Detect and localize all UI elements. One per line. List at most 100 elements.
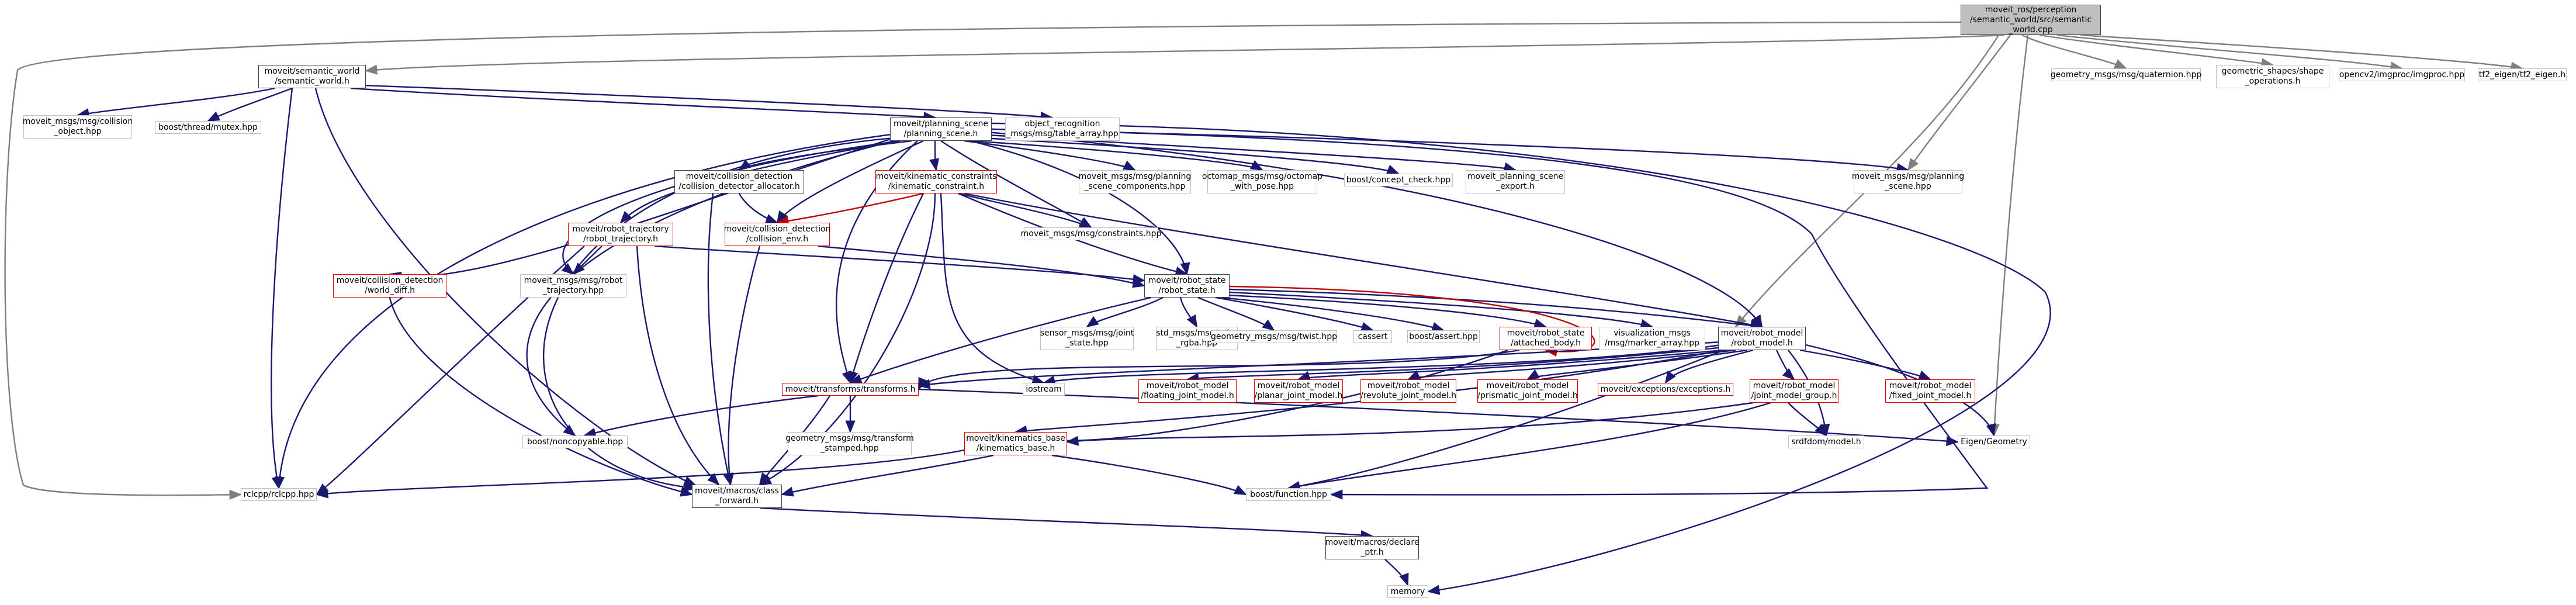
include-node-collision-object-hpp[interactable]: moveit_msgs/msg/collision _object.hpp (23, 115, 133, 139)
include-node-cassert[interactable]: cassert (1353, 330, 1392, 343)
dependency-edge (1179, 297, 1198, 328)
include-node-tf2-eigen-h[interactable]: tf2_eigen/tf2_eigen.h (2478, 68, 2567, 81)
dependency-edge (1042, 344, 1722, 386)
include-node-octomap-with-pose-hpp[interactable]: octomap_msgs/msg/octomap _with_pose.hpp (1202, 170, 1322, 193)
dependency-edge (1664, 349, 1754, 384)
dependency-edge (775, 192, 924, 226)
include-node-boost-assert[interactable]: boost/assert.hpp (1407, 330, 1480, 343)
dependency-edge (970, 140, 1263, 171)
include-node-planning-scene-msg-hpp[interactable]: moveit_msgs/msg/planning _scene.hpp (1852, 170, 1964, 193)
include-node-opencv-imgproc[interactable]: opencv2/imgproc/imgproc.hpp (2339, 68, 2465, 81)
dependency-edge (314, 88, 697, 486)
dependency-edge (362, 84, 1054, 122)
dependency-edge (1526, 349, 1748, 381)
dependency-edge (1229, 288, 1764, 331)
root-file-node[interactable]: moveit_ros/perception /semantic_world/sr… (1961, 5, 2101, 35)
include-node-kinematics-base-h[interactable]: moveit/kinematics_base /kinematics_base.… (964, 432, 1067, 455)
dependency-edge (964, 192, 1764, 330)
include-node-collision-detector-allocator-h[interactable]: moveit/collision_detection /collision_de… (674, 170, 804, 193)
include-node-table-array-hpp[interactable]: object_recognition _msgs/msg/table_array… (1005, 117, 1120, 141)
include-node-planar-joint-model-h[interactable]: moveit/robot_model /planar_joint_model.h (1254, 379, 1343, 403)
include-node-exceptions-h[interactable]: moveit/exceptions/exceptions.h (1598, 383, 1733, 396)
include-node-boost-thread-mutex[interactable]: boost/thread/mutex.hpp (155, 121, 261, 134)
dependency-edge (917, 341, 1722, 389)
dependency-edge (636, 246, 720, 486)
dependency-edge (818, 245, 1146, 288)
include-node-declare-ptr-h[interactable]: moveit/macros/declare _ptr.h (1325, 536, 1419, 559)
include-node-constraints-hpp[interactable]: moveit_msgs/msg/constraints.hpp (1021, 227, 1161, 240)
dependency-edge (389, 297, 694, 497)
include-node-fixed-joint-model-h[interactable]: moveit/robot_model /fixed_joint_model.h (1885, 379, 1975, 403)
dependency-edge (1227, 294, 1547, 329)
include-node-eigen-geometry[interactable]: Eigen/Geometry (1958, 435, 2030, 448)
dependency-edge (759, 193, 936, 486)
dependency-edge (707, 193, 733, 486)
dependency-edge (1384, 559, 1409, 587)
include-node-iostream[interactable]: iostream (1023, 383, 1065, 396)
dependency-edge (350, 87, 937, 122)
dependency-edge (917, 349, 1520, 390)
dependency-edge (970, 140, 1190, 276)
dependency-edge (364, 34, 2005, 75)
dependency-edge (274, 133, 892, 490)
dependency-edge (654, 245, 1146, 285)
dependency-edge (207, 87, 293, 122)
dependency-edge (759, 507, 1374, 541)
include-node-boost-function[interactable]: boost/function.hpp (1246, 488, 1331, 501)
include-node-class-forward-h[interactable]: moveit/macros/class _forward.h (692, 485, 782, 508)
dependency-edge (1287, 402, 1771, 492)
dependency-edge (1989, 34, 2029, 437)
include-node-transforms-h[interactable]: moveit/transforms/transforms.h (782, 383, 919, 396)
include-node-floating-joint-model-h[interactable]: moveit/robot_model /floating_joint_model… (1138, 379, 1237, 403)
include-node-robot-state-h[interactable]: moveit/robot_state /robot_state.h (1144, 274, 1230, 298)
dependency-edge (2021, 34, 2127, 70)
include-node-transform-stamped-hpp[interactable]: geometry_msgs/msg/transform _stamped.hpp (785, 432, 914, 455)
include-node-srdfdom-model[interactable]: srdfdom/model.h (1788, 435, 1864, 448)
dependency-edge (2056, 34, 2404, 72)
include-node-rclcpp-hpp[interactable]: rclcpp/rclcpp.hpp (241, 488, 317, 501)
dependency-edge (958, 192, 1093, 229)
dependency-edge (780, 454, 994, 497)
dependency-edge (1229, 291, 1654, 329)
dependency-edge (76, 87, 275, 119)
dependency-edge (2039, 34, 2274, 68)
include-node-quaternion-hpp[interactable]: geometry_msgs/msg/quaternion.hpp (2051, 68, 2201, 81)
dependency-edge (738, 193, 779, 224)
include-node-robot-trajectory-h[interactable]: moveit/robot_trajectory /robot_trajector… (568, 223, 673, 246)
include-node-kinematic-constraint-h[interactable]: moveit/kinematic_constraints /kinematic_… (875, 170, 997, 193)
include-node-robot-trajectory-hpp[interactable]: moveit_msgs/msg/robot _trajectory.hpp (520, 274, 626, 298)
dependency-edge (991, 122, 2051, 595)
dependency-edge (583, 395, 819, 438)
include-node-shape-operations-h[interactable]: geometric_shapes/shape _operations.h (2216, 65, 2329, 88)
include-node-attached-body-h[interactable]: moveit/robot_state /attached_body.h (1500, 327, 1592, 350)
include-node-boost-noncopyable[interactable]: boost/noncopyable.hpp (522, 435, 628, 448)
dependency-edge (1215, 296, 1374, 332)
include-node-world-diff-h[interactable]: moveit/collision_detection /world_diff.h (333, 274, 446, 298)
dependency-edge (572, 246, 603, 275)
dependency-edge (940, 140, 1092, 229)
include-node-boost-concept-check[interactable]: boost/concept_check.hpp (1344, 174, 1453, 186)
dependency-edge (940, 193, 1045, 385)
include-node-joint-state-hpp[interactable]: sensor_msgs/msg/joint _state.hpp (1040, 327, 1134, 350)
dependency-edge (1014, 349, 1725, 435)
include-node-joint-model-group-h[interactable]: moveit/robot_model /joint_model_group.h (1750, 379, 1838, 403)
include-node-memory[interactable]: memory (1387, 585, 1428, 598)
include-node-robot-model-h[interactable]: moveit/robot_model /robot_model.h (1718, 327, 1806, 350)
include-node-collision-env-h[interactable]: moveit/collision_detection /collision_en… (724, 223, 830, 246)
dependency-edge (918, 388, 1959, 447)
include-node-revolute-joint-model-h[interactable]: moveit/robot_model /revolute_joint_model… (1360, 379, 1456, 403)
include-node-semantic-world-h[interactable]: moveit/semantic_world /semantic_world.h (258, 65, 366, 88)
include-node-planning-scene-components-hpp[interactable]: moveit_msgs/msg/planning _scene_componen… (1079, 170, 1191, 193)
include-node-planning-scene-export-h[interactable]: moveit_planning_scene _export.h (1466, 170, 1565, 193)
include-node-prismatic-joint-model-h[interactable]: moveit/robot_model /prismatic_joint_mode… (1477, 379, 1578, 403)
dependency-edge (1775, 350, 1795, 381)
include-node-marker-array-hpp[interactable]: visualization_msgs /msg/marker_array.hpp (1599, 327, 1705, 350)
dependency-edge (1287, 349, 1725, 492)
dependency-edge (2080, 34, 2524, 72)
dependency-edge (848, 193, 925, 385)
include-node-twist-hpp[interactable]: geometry_msgs/msg/twist.hpp (1211, 330, 1337, 343)
dependency-edge (1197, 296, 1275, 331)
include-node-planning-scene-h[interactable]: moveit/planning_scene /planning_scene.h (890, 117, 992, 141)
dependency-edge (1086, 296, 1164, 328)
dependency-edge (1407, 349, 1736, 381)
